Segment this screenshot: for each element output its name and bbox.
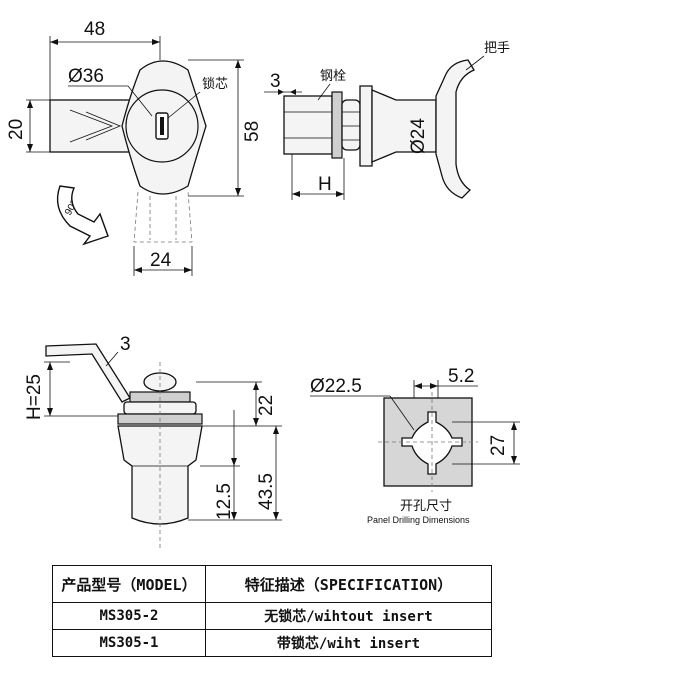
table-header-row: 产品型号（MODEL） 特征描述（SPECIFICATION） [52,565,492,603]
flange-shape [359,85,373,167]
cell-model: MS305-2 [52,602,206,630]
side-view: 3 钢栓 Ø24 把手 [264,41,510,200]
spec-table: 产品型号（MODEL） 特征描述（SPECIFICATION） MS305-2 … [52,565,492,657]
dim-panel-h: H [318,174,332,195]
dim-lever-3: 3 [120,334,131,355]
panel-cutout-view: 5.2 Ø22.5 27 开孔尺寸 Panel Drilling Dimensi… [310,366,520,525]
nut-shape [341,99,361,151]
table-row: MS305-1 带锁芯/wiht insert [52,629,492,657]
dim-height-58: 58 [242,121,263,142]
stem-shape [49,99,133,153]
lever-shape [45,343,131,403]
cell-model: MS305-1 [52,629,206,657]
dim-diameter-36: Ø36 [68,66,104,87]
rotation-arrow-icon [56,185,109,246]
dim-flat-27: 27 [488,435,509,456]
label-handle: 把手 [484,41,510,56]
dim-width-48: 48 [84,19,105,40]
cap-shape [143,372,177,392]
dim-slot-5-2: 5.2 [448,366,474,387]
dim-handle-24: 24 [150,250,172,271]
handle-side-shape [435,59,475,199]
dim-stem-20: 20 [6,119,27,140]
dim-hole-22-5: Ø22.5 [310,376,362,397]
dim-body-24: Ø24 [408,118,429,154]
head-circle [125,89,199,163]
dim-h-25: H=25 [24,374,45,420]
technical-drawing: 48 20 Ø36 锁芯 [6,19,520,548]
dim-upper-22: 22 [256,395,277,416]
caption-cutout-cn: 开孔尺寸 [400,499,452,514]
table-row: MS305-2 无锁芯/wihtout insert [52,602,492,630]
label-bolt: 钢栓 [320,69,346,84]
top-view: 48 20 Ø36 锁芯 [6,19,263,276]
cell-spec: 带锁芯/wiht insert [205,629,492,657]
dim-total-43-5: 43.5 [256,473,277,510]
dim-bolt-3: 3 [270,71,281,92]
header-model: 产品型号（MODEL） [52,565,206,603]
caption-cutout-en: Panel Drilling Dimensions [367,515,470,525]
bolt-shape [283,95,333,155]
dim-lower-12-5: 12.5 [214,483,235,520]
header-spec: 特征描述（SPECIFICATION） [205,565,492,603]
cell-spec: 无锁芯/wihtout insert [205,602,492,630]
label-insert: 锁芯 [202,76,228,92]
front-view: H=25 3 22 43.5 [24,334,282,548]
